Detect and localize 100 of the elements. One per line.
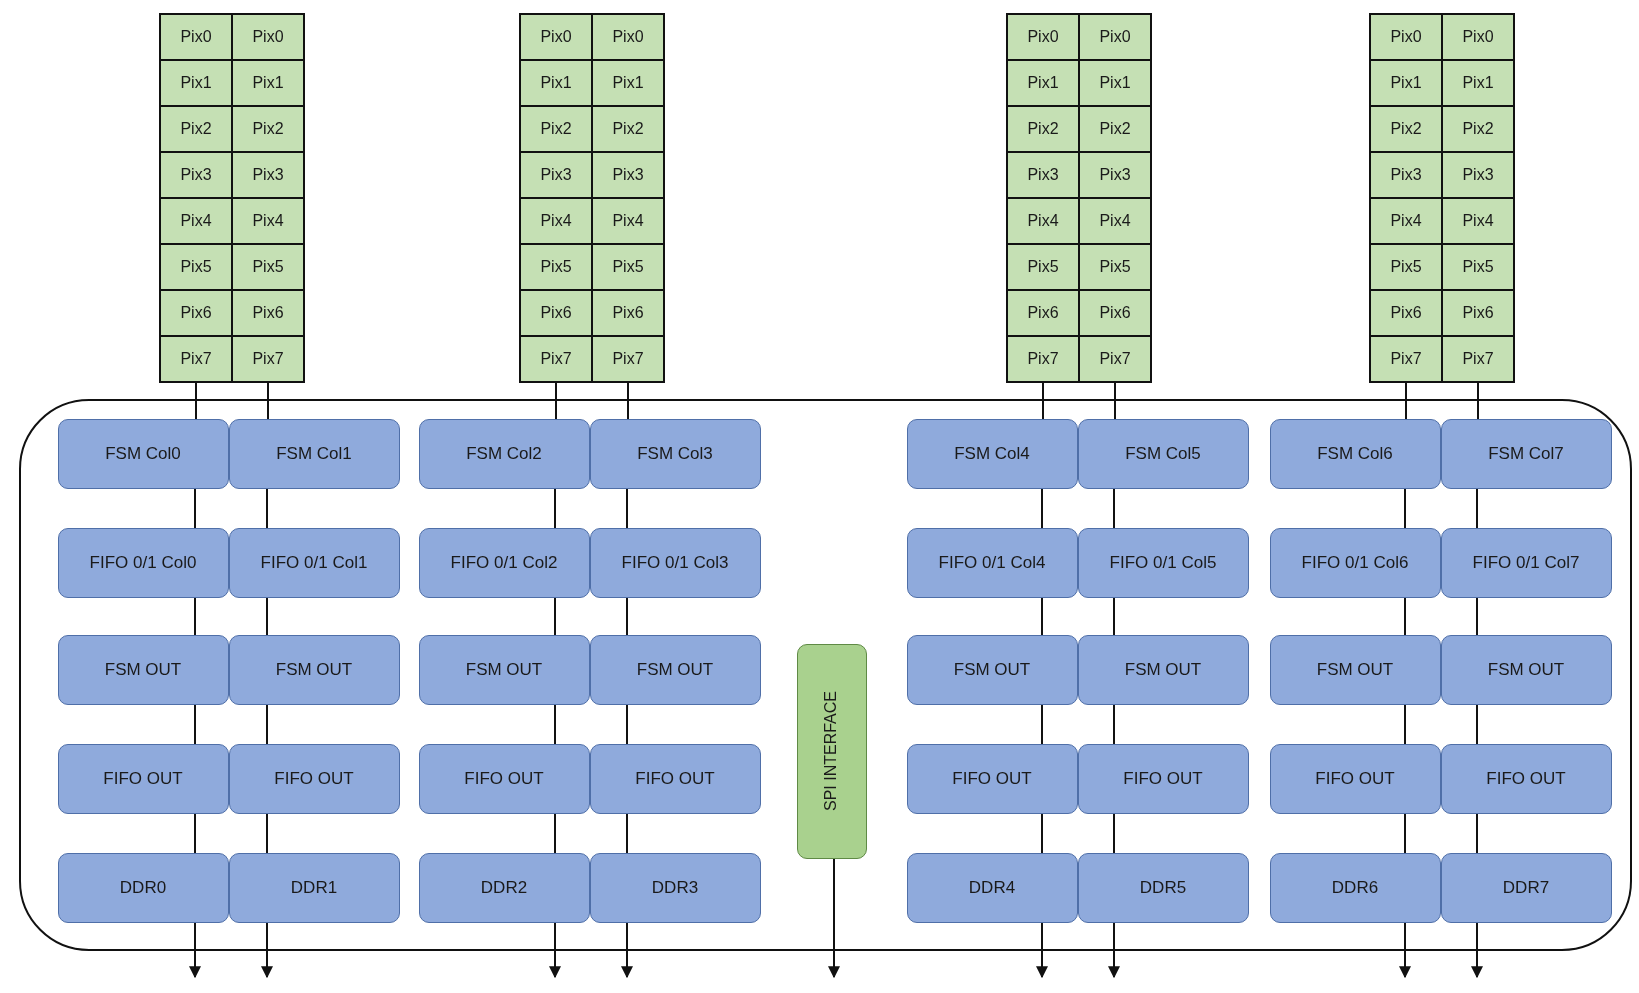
process-block: FIFO OUT xyxy=(1077,743,1249,814)
process-block: DDR6 xyxy=(1269,852,1441,923)
connector-line xyxy=(194,704,196,745)
connector-line xyxy=(626,813,628,854)
pixel-cell: Pix4 xyxy=(591,197,665,245)
pixel-cell: Pix3 xyxy=(1078,151,1152,199)
connector-line xyxy=(554,597,556,636)
pixel-cell: Pix6 xyxy=(519,289,593,337)
pixel-cell: Pix4 xyxy=(1078,197,1152,245)
pixel-cell: Pix5 xyxy=(1441,243,1515,291)
connector-line xyxy=(1399,922,1411,979)
pixel-cell: Pix2 xyxy=(231,105,305,153)
pixel-cell: Pix1 xyxy=(231,59,305,107)
process-block: FSM OUT xyxy=(418,634,590,705)
connector-line xyxy=(1042,382,1044,420)
pixel-cell: Pix6 xyxy=(1441,289,1515,337)
pixel-cell: Pix3 xyxy=(159,151,233,199)
pixel-cell: Pix4 xyxy=(1441,197,1515,245)
connector-line xyxy=(266,813,268,854)
process-block: FSM OUT xyxy=(1440,634,1612,705)
process-block: FSM OUT xyxy=(589,634,761,705)
process-block: FSM Col2 xyxy=(418,418,590,489)
connector-line xyxy=(626,488,628,529)
connector-line xyxy=(189,922,201,979)
pixel-cell: Pix5 xyxy=(1006,243,1080,291)
connector-line xyxy=(555,382,557,420)
pixel-cell: Pix2 xyxy=(1369,105,1443,153)
process-block: FSM Col0 xyxy=(57,418,229,489)
pixel-cell: Pix0 xyxy=(519,13,593,61)
connector-line xyxy=(1113,488,1115,529)
connector-line xyxy=(195,382,197,420)
connector-line xyxy=(1404,704,1406,745)
pixel-cell: Pix1 xyxy=(1006,59,1080,107)
connector-line xyxy=(1404,597,1406,636)
process-block: FIFO 0/1 Col1 xyxy=(228,527,400,598)
connector-line xyxy=(194,813,196,854)
pixel-cell: Pix1 xyxy=(159,59,233,107)
connector-line xyxy=(554,704,556,745)
pixel-cell: Pix3 xyxy=(1006,151,1080,199)
pixel-cell: Pix3 xyxy=(1441,151,1515,199)
pixel-cell: Pix2 xyxy=(1078,105,1152,153)
pixel-cell: Pix7 xyxy=(1441,335,1515,383)
process-block: FIFO OUT xyxy=(418,743,590,814)
pixel-cell: Pix3 xyxy=(519,151,593,199)
pixel-cell: Pix5 xyxy=(231,243,305,291)
pixel-cell: Pix3 xyxy=(591,151,665,199)
pixel-cell: Pix4 xyxy=(1006,197,1080,245)
pixel-cell: Pix7 xyxy=(231,335,305,383)
pixel-cell: Pix7 xyxy=(591,335,665,383)
connector-line xyxy=(1477,382,1479,420)
connector-line xyxy=(261,922,273,979)
pixel-cell: Pix2 xyxy=(1006,105,1080,153)
process-block: FIFO 0/1 Col2 xyxy=(418,527,590,598)
connector-line xyxy=(1405,382,1407,420)
connector-line xyxy=(1113,704,1115,745)
pixel-cell: Pix1 xyxy=(1078,59,1152,107)
device-boundary xyxy=(19,399,1632,951)
pixel-cell: Pix2 xyxy=(519,105,593,153)
connector-line xyxy=(267,382,269,420)
pixel-cell: Pix6 xyxy=(159,289,233,337)
process-block: DDR1 xyxy=(228,852,400,923)
pixel-cell: Pix4 xyxy=(159,197,233,245)
pixel-cell: Pix7 xyxy=(519,335,593,383)
connector-line xyxy=(1476,488,1478,529)
pixel-cell: Pix1 xyxy=(1369,59,1443,107)
pixel-cell: Pix5 xyxy=(159,243,233,291)
process-block: DDR2 xyxy=(418,852,590,923)
pixel-cell: Pix4 xyxy=(231,197,305,245)
process-block: FSM OUT xyxy=(906,634,1078,705)
process-block: FSM Col3 xyxy=(589,418,761,489)
interface-block xyxy=(796,643,867,859)
process-block: DDR7 xyxy=(1440,852,1612,923)
process-block: FIFO OUT xyxy=(1440,743,1612,814)
pixel-cell: Pix2 xyxy=(591,105,665,153)
pixel-cell: Pix1 xyxy=(1441,59,1515,107)
process-block: FSM Col7 xyxy=(1440,418,1612,489)
pixel-cell: Pix7 xyxy=(1369,335,1443,383)
pixel-cell: Pix6 xyxy=(591,289,665,337)
pixel-cell: Pix4 xyxy=(519,197,593,245)
process-block: FSM Col1 xyxy=(228,418,400,489)
pixel-cell: Pix0 xyxy=(1078,13,1152,61)
pixel-cell: Pix0 xyxy=(1369,13,1443,61)
pixel-cell: Pix1 xyxy=(591,59,665,107)
pixel-cell: Pix5 xyxy=(1369,243,1443,291)
connector-line xyxy=(554,488,556,529)
connector-line xyxy=(1041,597,1043,636)
pixel-cell: Pix3 xyxy=(1369,151,1443,199)
process-block: DDR4 xyxy=(906,852,1078,923)
connector-line xyxy=(194,597,196,636)
process-block: FIFO 0/1 Col6 xyxy=(1269,527,1441,598)
connector-line xyxy=(621,922,633,979)
connector-line xyxy=(627,382,629,420)
connector-line xyxy=(1404,488,1406,529)
connector-line xyxy=(1476,704,1478,745)
connector-line xyxy=(266,704,268,745)
pixel-cell: Pix2 xyxy=(159,105,233,153)
process-block: DDR0 xyxy=(57,852,229,923)
process-block: FSM Col6 xyxy=(1269,418,1441,489)
connector-line xyxy=(626,597,628,636)
pixel-cell: Pix3 xyxy=(231,151,305,199)
